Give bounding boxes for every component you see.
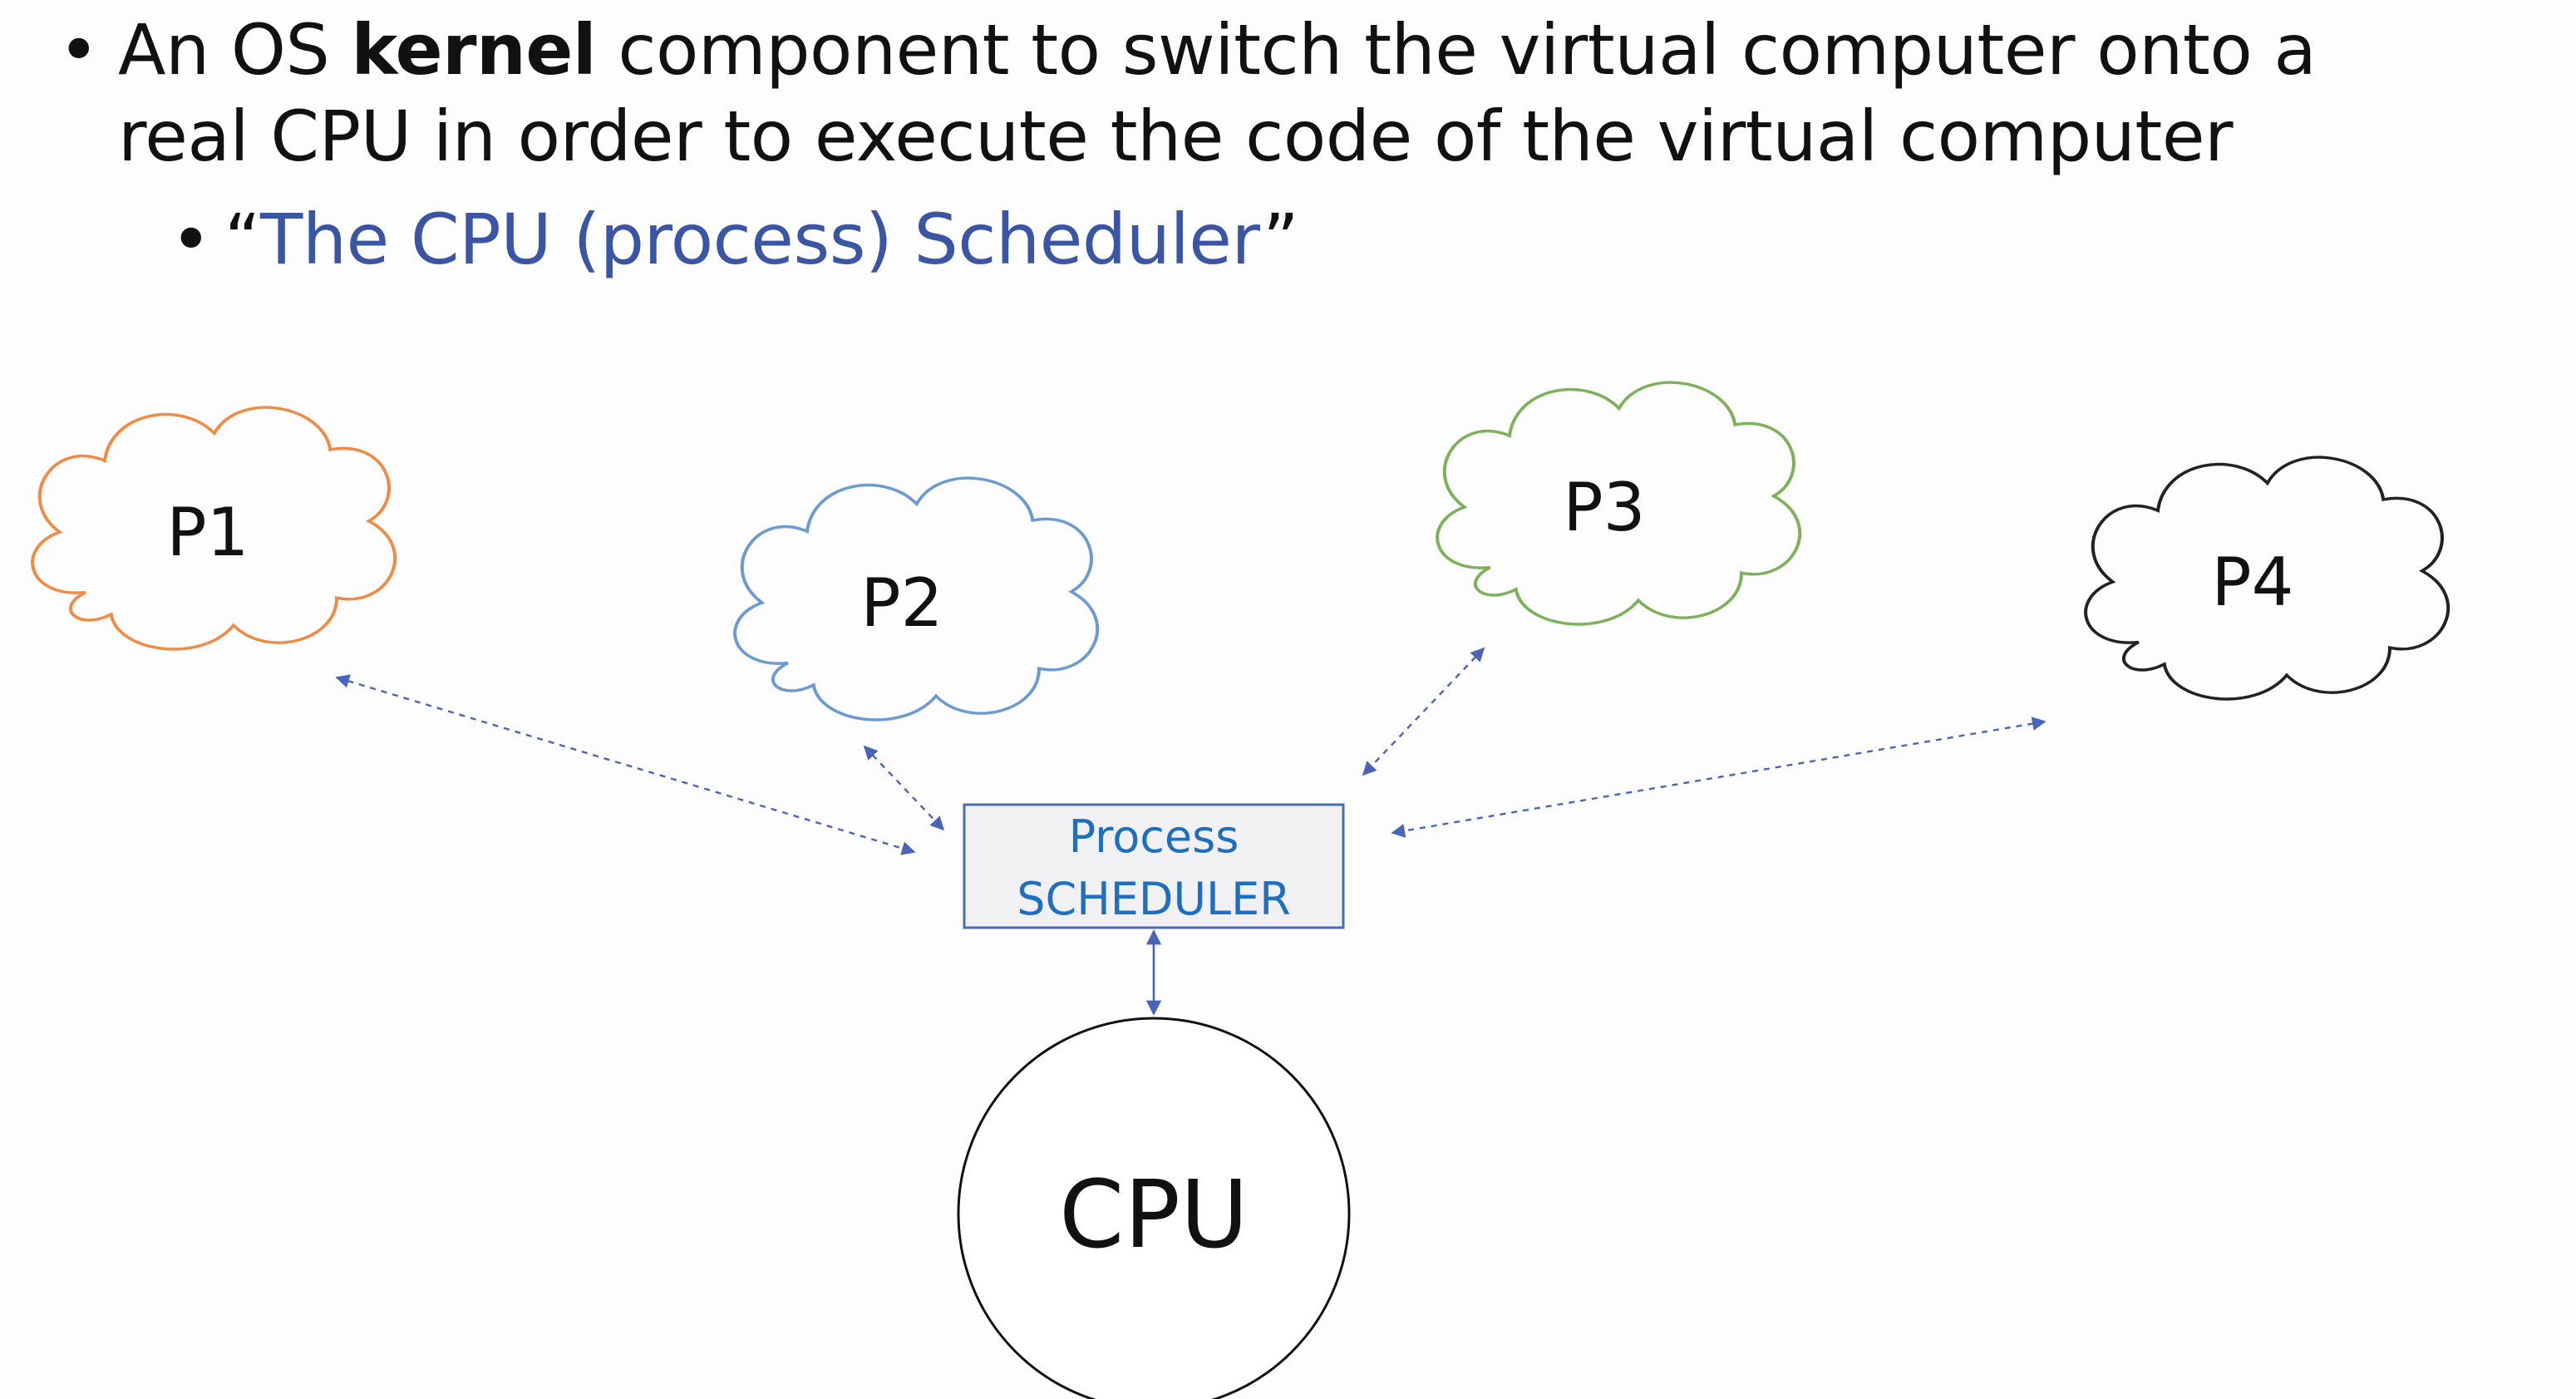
bullet-sub-scheduler-text: The CPU (process) Scheduler xyxy=(260,199,1263,280)
bullet-sub-close-quote: ” xyxy=(1263,199,1299,280)
bullet-main-text-line2: real CPU in order to execute the code of… xyxy=(118,96,2234,177)
process-label-p4: P4 xyxy=(2211,544,2293,621)
bullet-main-text-post: component to switch the virtual computer… xyxy=(596,9,2317,91)
process-label-p1: P1 xyxy=(166,494,249,571)
bullet-sub: •“The CPU (process) Scheduler” xyxy=(58,196,2469,283)
arrow-p4-scheduler xyxy=(1391,717,2047,838)
process-label-p3: P3 xyxy=(1563,469,1645,546)
scheduler-box-outline xyxy=(963,803,1345,929)
process-cloud-p3: P3 xyxy=(1437,382,1800,624)
bullet-list: •An OS kernel component to switch the vi… xyxy=(58,7,2469,283)
bullet-sub-dot-icon: • xyxy=(170,199,212,280)
bullet-dot-icon: • xyxy=(58,9,100,91)
bullet-main-text-pre: An OS xyxy=(118,9,352,91)
arrow-p3-scheduler xyxy=(1362,647,1485,776)
bullet-sub-open-quote: “ xyxy=(224,199,261,280)
bullet-main: •An OS kernel component to switch the vi… xyxy=(58,7,2469,180)
arrow-p1-scheduler xyxy=(335,674,916,855)
process-scheduler-box: Process SCHEDULER xyxy=(963,803,1345,929)
cpu-label: CPU xyxy=(1059,1161,1249,1269)
process-label-p2: P2 xyxy=(860,564,943,642)
process-cloud-p1: P1 xyxy=(32,407,395,649)
scheduler-label-line1: Process xyxy=(1069,810,1239,863)
cpu-node: CPU xyxy=(957,1017,1351,1399)
process-cloud-p4: P4 xyxy=(2086,457,2448,699)
scheduler-label-line2: SCHEDULER xyxy=(1017,873,1291,925)
arrow-p2-scheduler xyxy=(863,745,945,831)
bullet-main-bold-term: kernel xyxy=(351,9,597,91)
process-cloud-p2: P2 xyxy=(735,478,1097,720)
cpu-circle xyxy=(957,1017,1351,1399)
